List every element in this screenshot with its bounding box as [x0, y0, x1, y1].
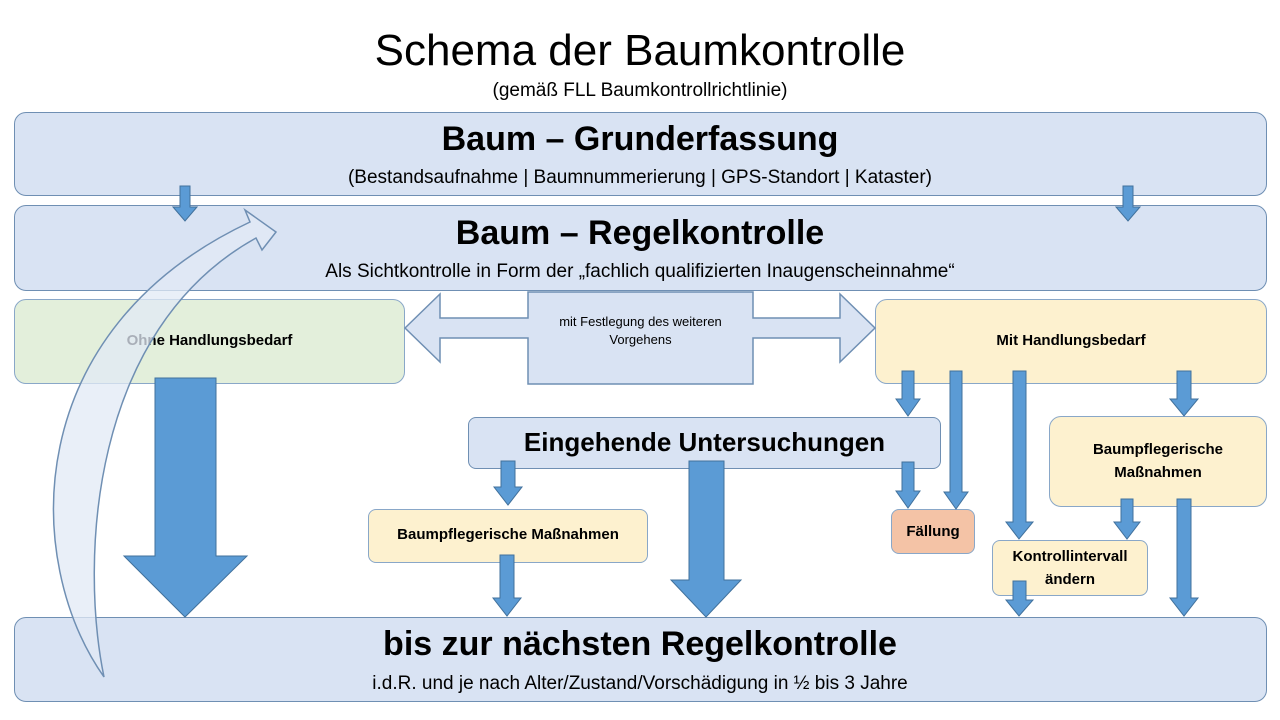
- page-title: Schema der Baumkontrolle: [374, 26, 906, 75]
- kontrollintervall-label-2: ändern: [1044, 571, 1095, 588]
- arrow-mit-baumpflege-right: [1168, 370, 1200, 417]
- arrow-mit-untersuchungen: [895, 370, 921, 417]
- eingehende-untersuchungen-label: Eingehende Untersuchungen: [523, 427, 886, 457]
- festlegung-label-2: Vorgehens: [609, 332, 672, 347]
- baumpflege-right-box: [1049, 416, 1267, 507]
- naechste-regelkontrolle-box: [14, 617, 1267, 702]
- faellung-box: [891, 509, 975, 554]
- grunderfassung-detail: (Bestandsaufnahme | Baumnummerierung | G…: [347, 167, 933, 188]
- page-subtitle: (gemäß FLL Baumkontrollrichtlinie): [492, 80, 788, 101]
- eingehende-untersuchungen-box: [468, 417, 941, 469]
- kontrollintervall-label-1: Kontrollintervall: [1012, 548, 1128, 565]
- big-arrow-untersuchungen: [669, 460, 743, 618]
- naechste-regelkontrolle-detail: i.d.R. und je nach Alter/Zustand/Vorschä…: [372, 673, 908, 694]
- arrow-mit-faellung: [943, 370, 969, 510]
- arrow-untersuchung-massnahmen: [492, 460, 524, 506]
- double-arrow-festlegung: [403, 291, 877, 385]
- naechste-regelkontrolle-heading: bis zur nächsten Regelkontrolle: [383, 625, 897, 663]
- regelkontrolle-heading: Baum – Regelkontrolle: [455, 214, 825, 252]
- baumpflege-left-label: Baumpflegerische Maßnahmen: [397, 526, 619, 543]
- regelkontrolle-box: [14, 205, 1267, 291]
- arrow-baumpflege-kontrollintervall: [1112, 498, 1142, 540]
- arrow-down-left-1: [171, 185, 199, 222]
- curved-return-arrow: [52, 207, 278, 678]
- faellung-label: Fällung: [906, 523, 960, 540]
- regelkontrolle-detail: Als Sichtkontrolle in Form der „fachlich…: [325, 261, 955, 282]
- arrow-kontrollintervall-bottom: [1004, 580, 1035, 617]
- baumpflege-right-label-2: Maßnahmen: [1114, 464, 1202, 481]
- baumpflege-right-label-1: Baumpflegerische: [1092, 441, 1224, 458]
- grunderfassung-heading: Baum – Grunderfassung: [441, 120, 839, 158]
- ohne-handlungsbedarf-box: [14, 299, 405, 384]
- festlegung-label-1: mit Festlegung des weiteren: [559, 314, 722, 329]
- mit-handlungsbedarf-label: Mit Handlungsbedarf: [996, 332, 1146, 349]
- grunderfassung-box: [14, 112, 1267, 196]
- big-arrow-ohne: [122, 377, 249, 618]
- arrow-massnahmen-left-bottom: [491, 554, 523, 617]
- ohne-handlungsbedarf-label: Ohne Handlungsbedarf: [126, 332, 293, 349]
- arrow-mit-kontrollintervall: [1004, 370, 1035, 540]
- mit-handlungsbedarf-box: [875, 299, 1267, 384]
- arrow-down-right-1: [1114, 185, 1142, 222]
- arrow-baumpflege-right-bottom: [1168, 498, 1200, 617]
- arrow-untersuchungen-faellung: [895, 461, 921, 509]
